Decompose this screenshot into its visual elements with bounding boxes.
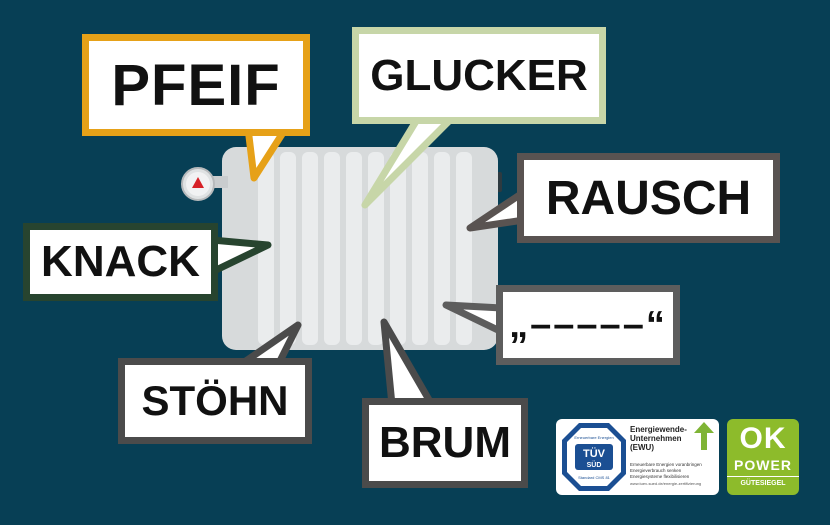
sound-label-pfeif: PFEIF [111,52,281,118]
tuev-desc-3: Energiesysteme flexibilisieren [630,474,690,479]
sound-label-stoehn: STÖHN [141,377,289,424]
tuev-title-2: Unternehmen [630,434,682,443]
sound-bubble-knack: KNACK [23,223,218,301]
tuev-title-3: (EWU) [630,443,654,452]
tuev-title-1: Energiewende- [630,425,687,434]
sound-bubble-glucker: GLUCKER [352,27,606,124]
tuev-octagon-icon: TÜV SÜD Erneuerbare Energien Standard CM… [562,423,626,491]
sound-bubble-stoehn: STÖHN [118,358,312,444]
sound-label-brum: BRUM [379,418,511,467]
tuev-top-text: Erneuerbare Energien [574,435,613,440]
tuev-desc-1: Erneuerbare Energien voranbringen [630,462,702,467]
tuev-sub: SÜD [587,460,602,469]
ok-power-power-text: POWER [734,457,792,473]
tuev-url: www.tuev-sued.de/energie-zertifizierung [630,481,702,486]
tuev-sued-certification-logo: TÜV SÜD Erneuerbare Energien Standard CM… [556,419,719,495]
thermostat-valve-icon [181,167,228,201]
sound-label-silence: „–––––“ [509,303,667,346]
sound-label-rausch: RAUSCH [545,171,752,225]
sound-label-knack: KNACK [41,237,200,286]
ok-power-seal-logo: OK POWER GÜTESIEGEL [727,419,799,495]
tuev-description: Energiewende- Unternehmen (EWU) Erneuerb… [630,425,716,486]
green-arrow-icon [694,422,714,450]
sound-bubble-silence: „–––––“ [496,285,680,365]
sound-bubble-rausch: RAUSCH [517,153,780,243]
sound-label-glucker: GLUCKER [370,50,588,100]
tuev-desc-2: Energieverbrauch senken [630,468,682,473]
sound-bubble-brum: BRUM [362,398,528,488]
radiator-fins [258,152,472,345]
ok-power-ok-text: OK [739,422,787,455]
sound-bubble-pfeif: PFEIF [82,34,310,136]
tuev-mark: TÜV [583,447,606,460]
ok-power-seal-text: GÜTESIEGEL [727,476,799,487]
tuev-bottom-text: Standard CMS 81 [578,475,611,480]
